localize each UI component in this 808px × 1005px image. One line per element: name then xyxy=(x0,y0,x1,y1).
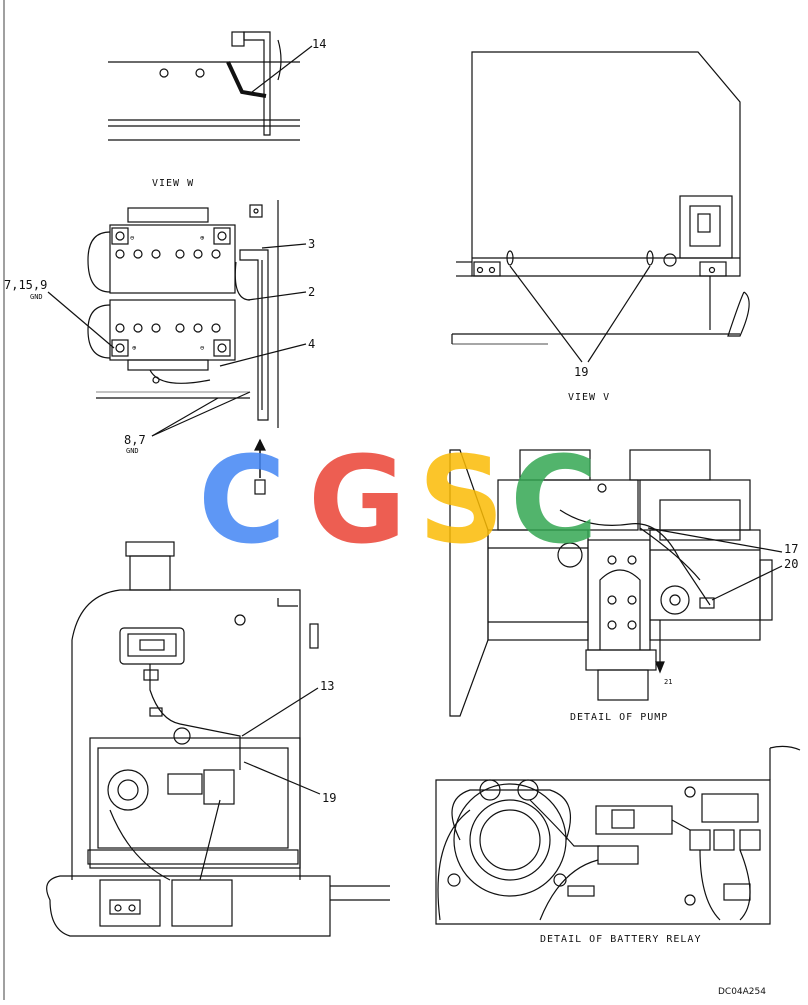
console-view: 13 19 xyxy=(46,541,390,937)
watermark-letter-s: S xyxy=(418,432,504,571)
gnd-label-2: GND xyxy=(126,447,139,455)
callout-leader-3 xyxy=(261,243,307,249)
wire-tag-21: 21 xyxy=(664,678,672,686)
callout-leader-4 xyxy=(219,343,307,367)
callout-3: 3 xyxy=(308,237,315,251)
svg-text:⊕: ⊕ xyxy=(132,344,137,352)
callout-leader-2 xyxy=(247,291,307,301)
view-v: 19 VIEW V xyxy=(451,51,750,403)
watermark: C G S C xyxy=(198,432,598,571)
callout-leader-19b xyxy=(587,265,651,363)
callout-4: 4 xyxy=(308,337,315,351)
callout-leader-17 xyxy=(647,527,783,553)
callout-13: 13 xyxy=(320,679,334,693)
callout-7-15-9: 7,15,9 xyxy=(4,278,47,292)
callout-leader-20 xyxy=(711,565,783,601)
svg-text:⊕: ⊕ xyxy=(200,234,205,242)
callout-19-view-v: 19 xyxy=(574,365,588,379)
callout-2: 2 xyxy=(308,285,315,299)
callout-20: 20 xyxy=(784,557,798,571)
battery-relay-caption: DETAIL OF BATTERY RELAY xyxy=(540,934,701,945)
watermark-letter-c1: C xyxy=(198,432,286,571)
battery-upper xyxy=(109,224,236,294)
view-v-caption: VIEW V xyxy=(568,392,610,403)
callout-leader-19a xyxy=(509,265,583,363)
gnd-label-1: GND xyxy=(30,293,43,301)
callout-leader-14 xyxy=(251,45,313,93)
watermark-letter-c2: C xyxy=(510,432,598,571)
callout-19-console: 19 xyxy=(322,791,336,805)
pump-detail: 21 17 20 DETAIL OF PUMP xyxy=(449,449,798,723)
svg-text:⊖: ⊖ xyxy=(200,344,204,352)
pump-detail-caption: DETAIL OF PUMP xyxy=(570,712,668,723)
watermark-letter-g: G xyxy=(308,432,407,571)
callout-leader-13 xyxy=(241,687,319,737)
callout-leader-8-7b xyxy=(151,391,251,437)
callout-leader-19-console xyxy=(243,761,321,795)
view-w: 14 VIEW W xyxy=(108,31,326,189)
callout-14: 14 xyxy=(312,37,326,51)
callout-leader-7-15-9 xyxy=(47,291,115,349)
battery-relay-detail: DETAIL OF BATTERY RELAY xyxy=(435,745,801,945)
drawing-code: DC04A254 xyxy=(718,987,766,997)
battery-lower xyxy=(109,299,236,361)
view-w-caption: VIEW W xyxy=(152,178,194,189)
callout-leader-8-7a xyxy=(151,397,219,437)
battery-view: ⊖ ⊕ ⊕ ⊖ 3 2 4 7,15,9 GND xyxy=(4,200,315,495)
callout-17: 17 xyxy=(784,542,798,556)
svg-text:⊖: ⊖ xyxy=(130,234,134,242)
callout-8-7: 8,7 xyxy=(124,433,146,447)
